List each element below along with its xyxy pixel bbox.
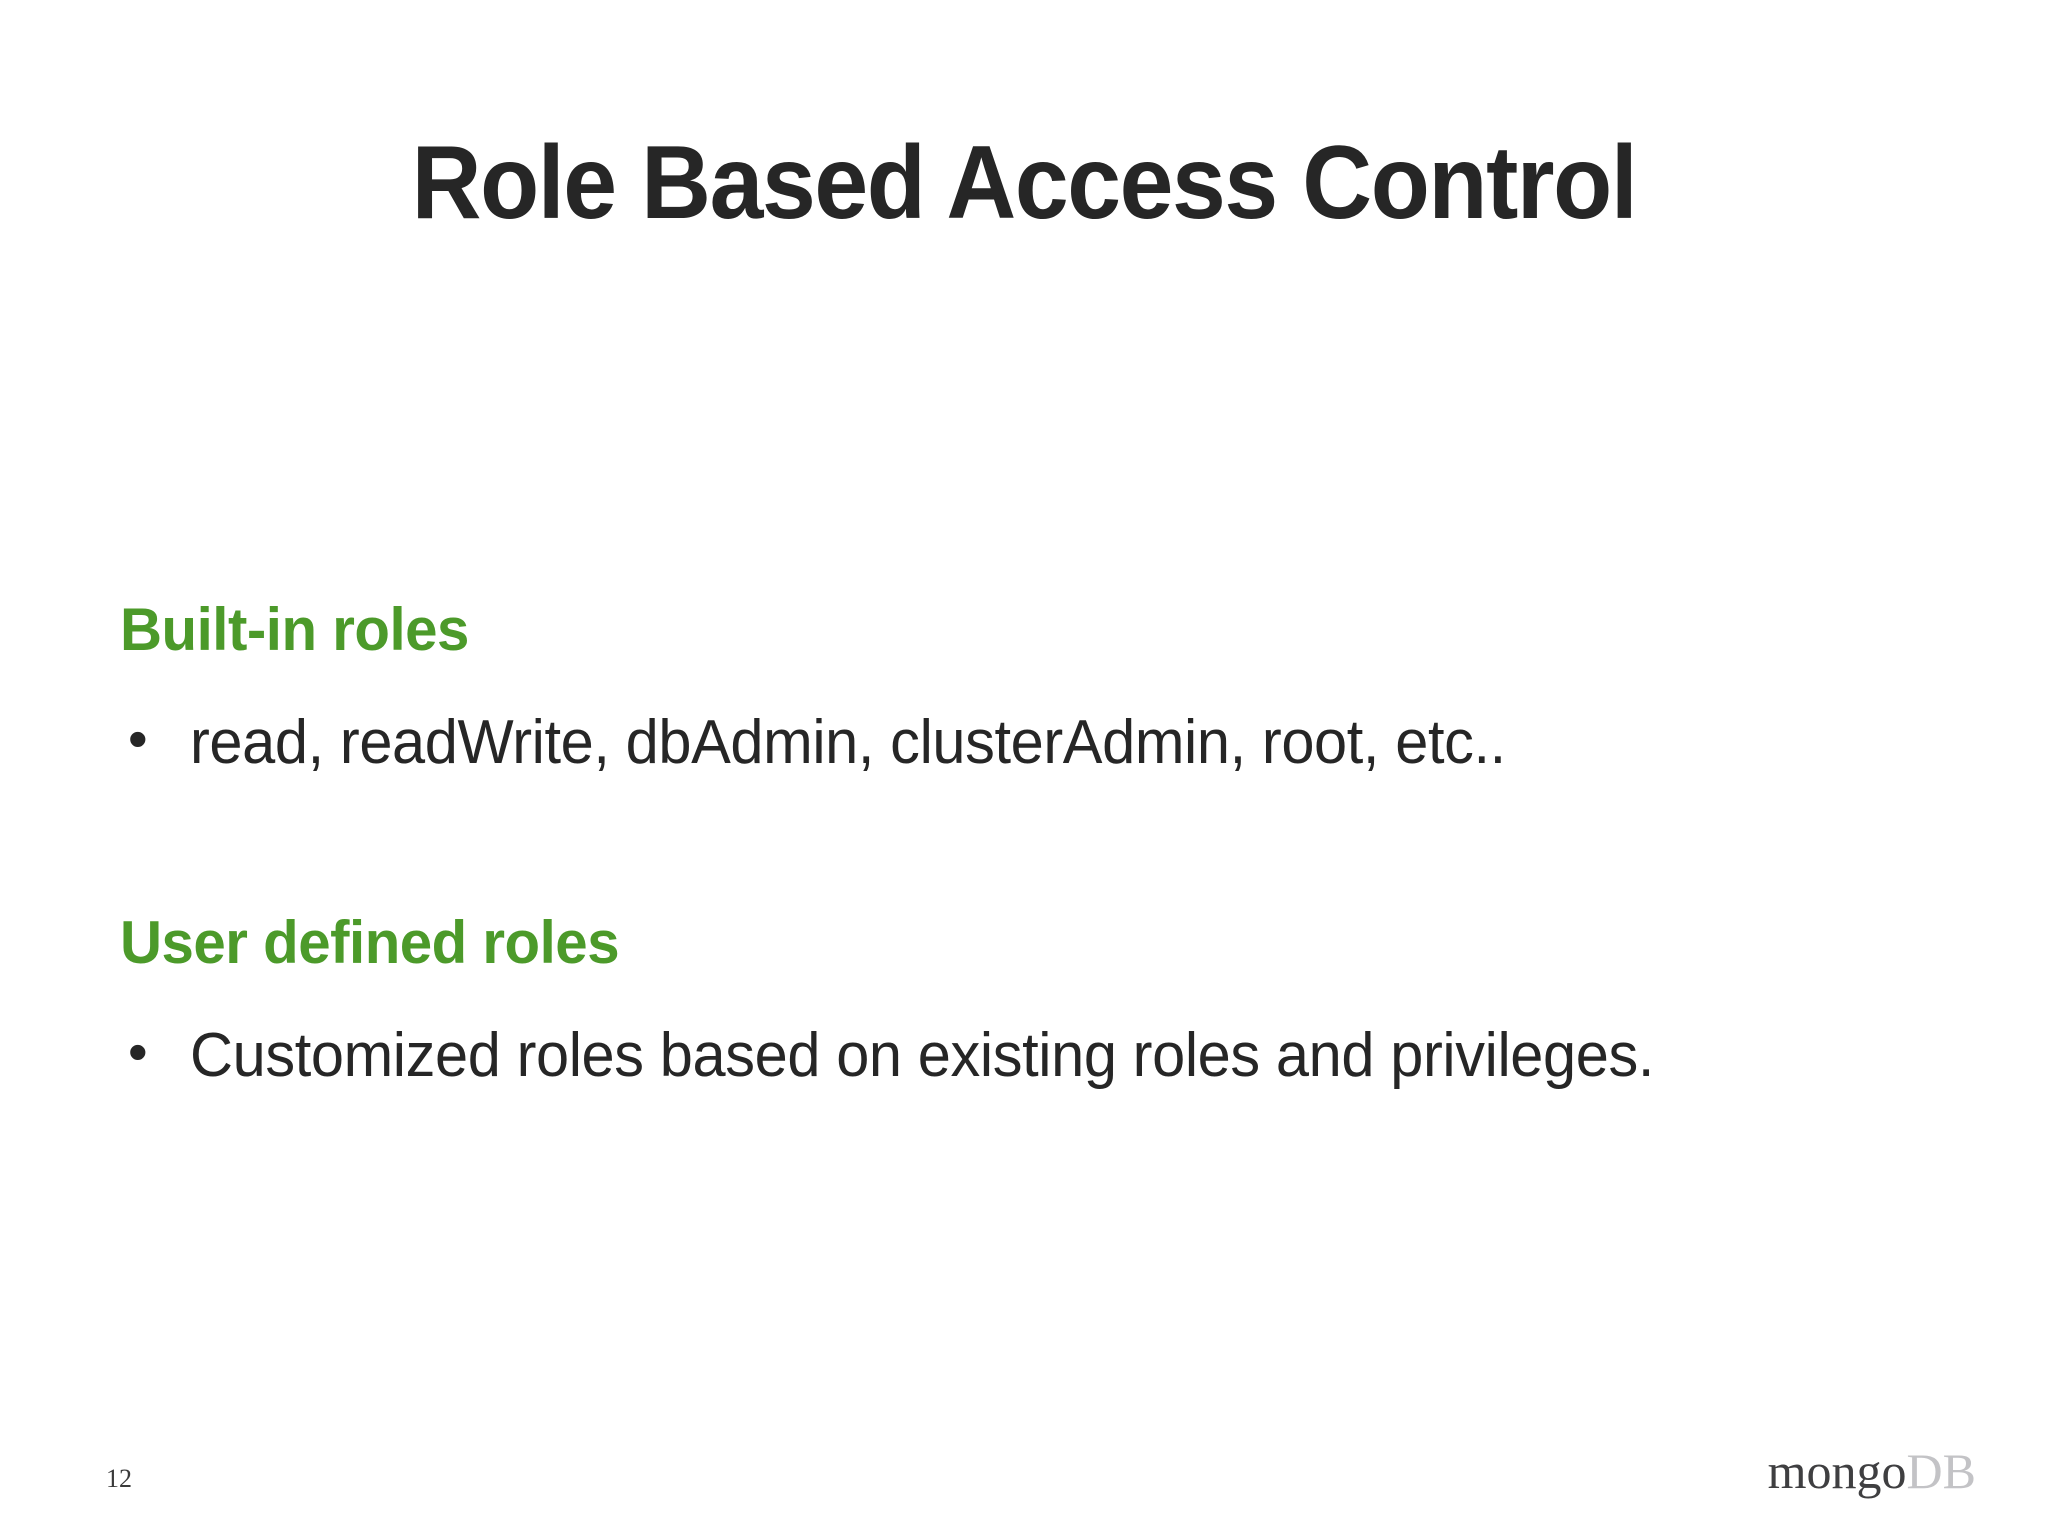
bullet-point-icon: • <box>128 1020 148 1084</box>
list-item: • Customized roles based on existing rol… <box>120 1020 1960 1092</box>
slide-body: Built-in roles • read, readWrite, dbAdmi… <box>120 596 1960 1092</box>
mongodb-logo: mongoDB <box>1768 1446 1976 1496</box>
logo-text-db: DB <box>1906 1443 1976 1499</box>
bullet-text-built-in-roles: read, readWrite, dbAdmin, clusterAdmin, … <box>190 708 1506 778</box>
section-heading-user-defined-roles: User defined roles <box>120 909 620 977</box>
section-user-defined-roles: User defined roles • Customized roles ba… <box>120 909 1960 1092</box>
section-heading-built-in-roles: Built-in roles <box>120 596 469 663</box>
page-title: Role Based Access Control <box>411 125 1638 241</box>
page-number: 12 <box>106 1464 132 1493</box>
logo-text-mongo: mongo <box>1767 1443 1907 1499</box>
bullet-point-icon: • <box>128 707 148 771</box>
bullet-text-user-defined-roles: Customized roles based on existing roles… <box>190 1021 1654 1091</box>
list-item: • read, readWrite, dbAdmin, clusterAdmin… <box>120 707 1960 779</box>
section-built-in-roles: Built-in roles • read, readWrite, dbAdmi… <box>120 596 1960 779</box>
